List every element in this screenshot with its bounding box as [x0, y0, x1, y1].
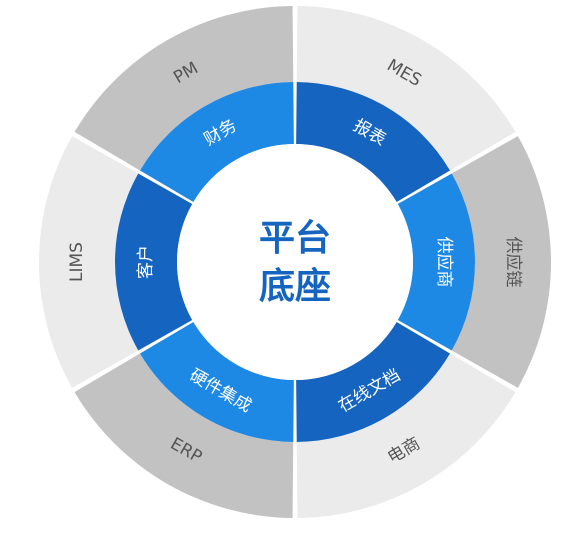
inner-ring-label-4: 客户: [136, 245, 156, 279]
inner-ring-segment-3: [139, 321, 294, 442]
inner-ring-segment-0: [296, 82, 451, 203]
inner-ring-label-1: 供应商: [434, 237, 454, 288]
outer-ring-label-0: LIMS: [67, 242, 87, 282]
inner-ring-segment-5: [139, 82, 294, 203]
outer-ring-segment-4: [296, 353, 516, 518]
center-disc: [177, 144, 413, 380]
outer-ring-segment-2: [296, 6, 516, 171]
outer-ring-segment-0: [38, 136, 139, 388]
inner-ring-segment-4: [115, 173, 193, 351]
center-label-line-1: 平台: [259, 218, 331, 259]
outer-ring-segment-1: [74, 6, 294, 171]
inner-ring-segment-2: [296, 321, 451, 442]
outer-ring-label-3: 供应链: [503, 237, 523, 288]
center-label-line-2: 底座: [259, 266, 331, 307]
outer-ring-segment-5: [74, 353, 294, 518]
inner-ring-segment-1: [397, 173, 475, 351]
outer-ring-segment-3: [451, 136, 552, 388]
